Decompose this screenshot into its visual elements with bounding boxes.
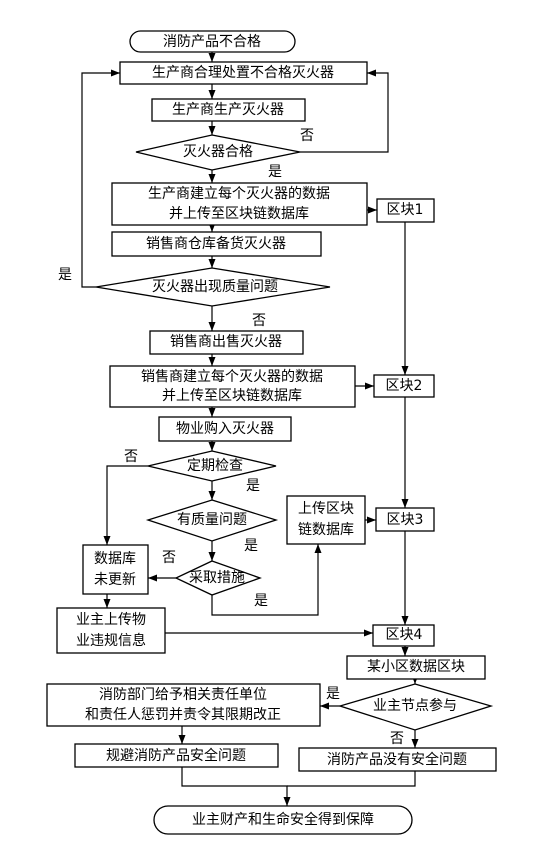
branch-labels: 否 是 是 否 否 是 是 否 是 是 否: [58, 128, 404, 747]
label-no-owner-node: 否: [390, 731, 404, 747]
svg-text:并上传至区块链数据库: 并上传至区块链数据库: [162, 388, 302, 404]
node-sell: 销售商出售灭火器: [149, 330, 304, 355]
decision-inspect: 定期检查: [147, 450, 277, 482]
svg-text:业主上传物: 业主上传物: [76, 612, 146, 628]
node-no-issue: 消防产品没有安全问题: [298, 747, 497, 772]
svg-text:未更新: 未更新: [94, 572, 136, 588]
svg-text:链数据库: 链数据库: [298, 522, 354, 538]
svg-text:消防部门给予相关责任单位: 消防部门给予相关责任单位: [99, 687, 267, 703]
node-produce: 生产商生产灭火器: [151, 98, 306, 122]
svg-text:区块1: 区块1: [387, 202, 424, 218]
node-purchase: 物业购入灭火器: [158, 416, 292, 442]
svg-text:并上传至区块链数据库: 并上传至区块链数据库: [169, 206, 309, 222]
svg-text:和责任人惩罚并责令其限期改正: 和责任人惩罚并责令其限期改正: [85, 707, 281, 723]
svg-text:物业购入灭火器: 物业购入灭火器: [176, 421, 274, 437]
node-fire-dept: 消防部门给予相关责任单位 和责任人惩罚并责令其限期改正: [46, 683, 321, 727]
svg-text:规避消防产品安全问题: 规避消防产品安全问题: [106, 747, 246, 764]
svg-text:消防产品没有安全问题: 消防产品没有安全问题: [327, 751, 467, 768]
svg-text:销售商出售灭火器: 销售商出售灭火器: [170, 334, 282, 350]
svg-text:销售商仓库备货灭火器: 销售商仓库备货灭火器: [146, 235, 286, 252]
svg-text:数据库: 数据库: [94, 551, 136, 567]
node-build-data: 生产商建立每个灭火器的数据 并上传至区块链数据库: [111, 182, 368, 226]
svg-text:灭火器出现质量问题: 灭火器出现质量问题: [152, 279, 278, 295]
node-seller-data: 销售商建立每个灭火器的数据 并上传至区块链数据库: [109, 365, 356, 408]
svg-text:定期检查: 定期检查: [187, 458, 243, 474]
svg-text:业主财产和生命安全得到保障: 业主财产和生命安全得到保障: [192, 811, 374, 828]
label-yes-inspect: 是: [246, 478, 260, 494]
node-upload-block: 上传区块 链数据库: [286, 495, 366, 545]
node-block1: 区块1: [376, 198, 435, 223]
label-no-quality-issue: 否: [252, 313, 266, 329]
svg-text:区块4: 区块4: [386, 627, 423, 643]
label-no-measures: 否: [162, 550, 176, 566]
node-dispose: 生产商合理处置不合格灭火器: [119, 61, 368, 85]
node-block2: 区块2: [373, 374, 435, 398]
node-block3: 区块3: [375, 507, 435, 532]
svg-text:生产商建立每个灭火器的数据: 生产商建立每个灭火器的数据: [148, 186, 330, 202]
node-avoid: 规避消防产品安全问题: [74, 743, 279, 768]
svg-text:生产商生产灭火器: 生产商生产灭火器: [172, 102, 284, 118]
node-start: 消防产品不合格: [129, 30, 296, 53]
label-no-qualified: 否: [300, 128, 314, 144]
node-end: 业主财产和生命安全得到保障: [153, 805, 413, 835]
decision-has-issue: 有质量问题: [145, 499, 279, 542]
svg-text:某小区数据区块: 某小区数据区块: [367, 659, 465, 675]
node-stock: 销售商仓库备货灭火器: [111, 231, 322, 257]
label-yes-measures: 是: [254, 593, 268, 609]
decision-owner-node: 业主节点参与: [337, 683, 494, 731]
node-db-not-updated: 数据库 未更新: [82, 544, 149, 595]
decision-measures: 采取措施: [174, 560, 262, 596]
label-yes-qualified: 是: [268, 164, 282, 180]
svg-text:灭火器合格: 灭火器合格: [183, 144, 253, 160]
svg-text:业主节点参与: 业主节点参与: [373, 697, 457, 714]
svg-text:上传区块: 上传区块: [298, 501, 354, 517]
svg-text:销售商建立每个灭火器的数据: 销售商建立每个灭火器的数据: [141, 369, 323, 385]
decision-qualified: 灭火器合格: [135, 134, 301, 171]
node-block4: 区块4: [372, 624, 435, 647]
svg-text:采取措施: 采取措施: [189, 570, 245, 586]
label-yes-quality-issue: 是: [58, 267, 72, 283]
node-owner-upload: 业主上传物 业违规信息: [56, 607, 166, 654]
label-yes-has-issue: 是: [244, 538, 258, 554]
svg-text:业违规信息: 业违规信息: [76, 632, 146, 649]
svg-text:消防产品不合格: 消防产品不合格: [163, 34, 261, 50]
node-community-block: 某小区数据区块: [346, 655, 486, 680]
decision-quality-issue: 灭火器出现质量问题: [95, 267, 331, 307]
svg-text:有质量问题: 有质量问题: [177, 512, 247, 528]
label-yes-owner-node: 是: [326, 686, 340, 702]
svg-text:生产商合理处置不合格灭火器: 生产商合理处置不合格灭火器: [152, 65, 334, 81]
label-no-inspect: 否: [124, 449, 138, 465]
connectors: [81, 52, 419, 806]
svg-text:区块2: 区块2: [386, 378, 423, 394]
svg-text:区块3: 区块3: [387, 512, 424, 528]
